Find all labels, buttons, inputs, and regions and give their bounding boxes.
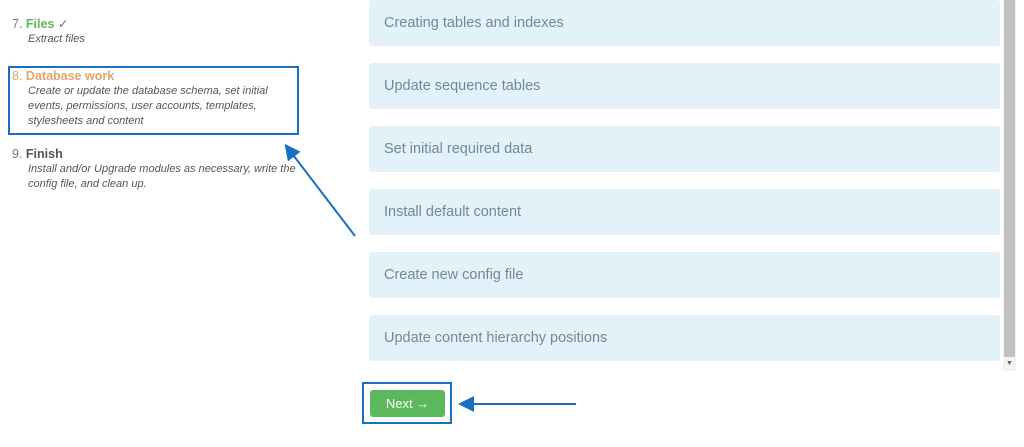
step-number: 9. [12,147,23,161]
task-item: Set initial required data [369,126,1000,172]
check-icon: ✓ [57,17,69,31]
task-item: Install default content [369,189,1000,235]
step-description: Install and/or Upgrade modules as necess… [28,163,296,190]
step-finish: 9. Finish Install and/or Upgrade modules… [12,147,302,192]
vertical-scrollbar[interactable]: ▼ [1003,0,1016,371]
scrollbar-thumb[interactable] [1004,0,1015,357]
step-title: 8. Database work [12,69,302,84]
step-name: Database work [25,69,115,83]
task-item: Update content hierarchy positions [369,315,1000,361]
annotation-next-highlight: Next → [362,382,452,424]
step-description: Extract files [28,33,85,45]
task-item: Create new config file [369,252,1000,298]
step-name: Finish [25,147,63,161]
scroll-down-arrow-icon[interactable]: ▼ [1006,360,1013,367]
step-database-work: 8. Database work Create or update the da… [12,69,302,129]
step-files: 7. Files ✓ Extract files [12,17,302,47]
step-title: 9. Finish [12,147,302,162]
task-item: Update sequence tables [369,63,1000,109]
step-title: 7. Files ✓ [12,17,302,32]
step-name: Files [25,17,55,31]
annotation-highlight-box [8,66,299,135]
step-number: 7. [12,17,23,31]
step-number: 8. [12,69,23,83]
next-button[interactable]: Next → [370,390,445,417]
task-item: Creating tables and indexes [369,0,1000,46]
step-description: Create or update the database schema, se… [28,85,268,127]
